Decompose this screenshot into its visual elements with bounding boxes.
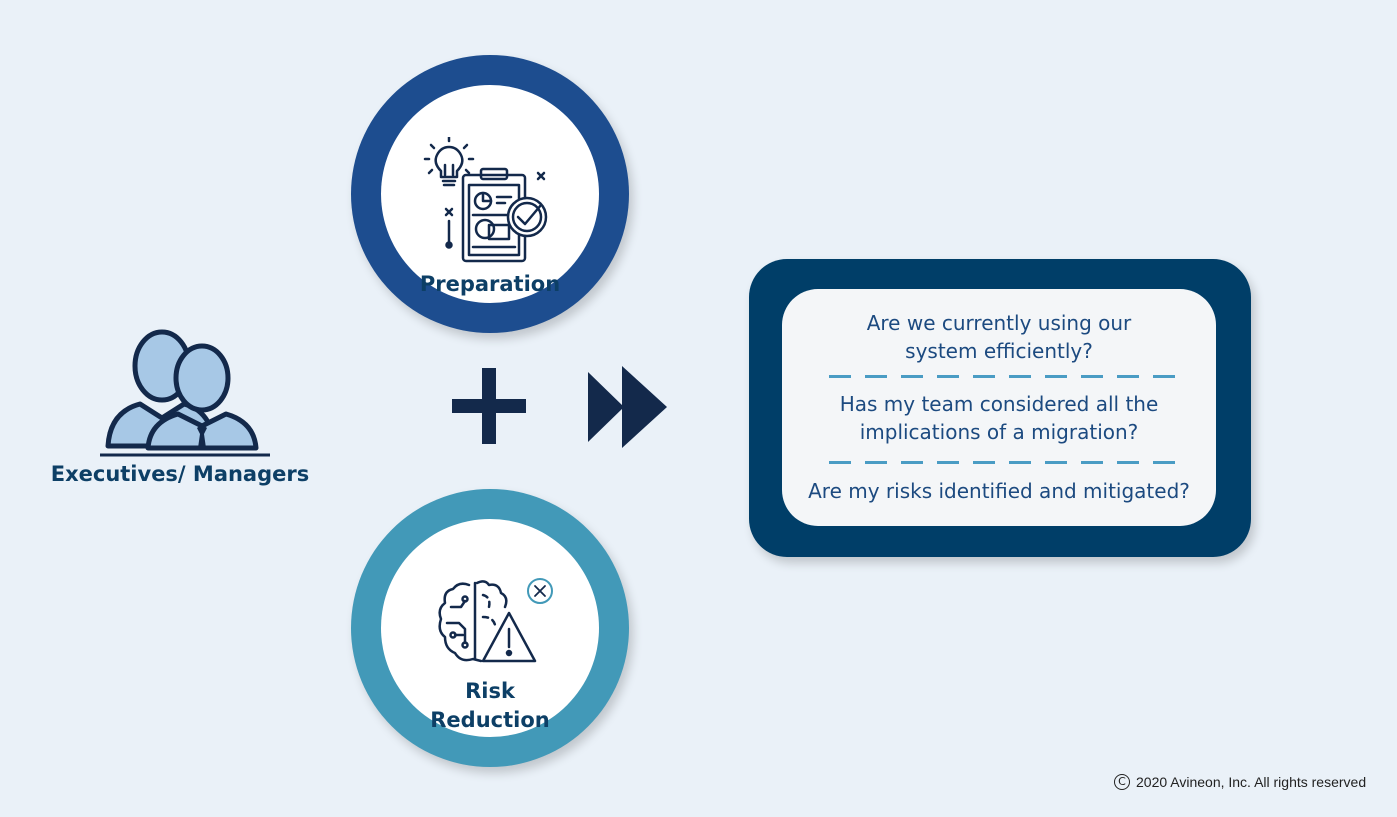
risk-reduction-label-line1: Risk	[465, 679, 515, 703]
copyright-notice: C 2020 Avineon, Inc. All rights reserved	[1114, 774, 1384, 790]
preparation-circle-inner: Preparation	[381, 85, 599, 303]
risk-reduction-label: Risk Reduction	[381, 677, 599, 735]
two-people-icon	[100, 329, 270, 457]
fast-forward-icon	[588, 366, 667, 448]
planning-clipboard-icon	[423, 137, 548, 263]
question-2-line2: implications of a migration?	[859, 420, 1139, 444]
dashed-divider	[829, 375, 1175, 378]
questions-panel: Are we currently using our system effici…	[782, 289, 1216, 526]
risk-reduction-label-line2: Reduction	[430, 708, 550, 732]
copyright-text: 2020 Avineon, Inc. All rights reserved	[1136, 774, 1367, 790]
risk-reduction-circle-inner: Risk Reduction	[381, 519, 599, 737]
question-1: Are we currently using our system effici…	[782, 309, 1216, 365]
question-1-line2: system efficiently?	[905, 339, 1093, 363]
brain-warning-icon	[438, 578, 553, 663]
question-2-line1: Has my team considered all the	[839, 392, 1159, 416]
dashed-divider	[829, 461, 1175, 464]
question-2: Has my team considered all the implicati…	[782, 390, 1216, 446]
question-1-line1: Are we currently using our	[866, 311, 1132, 335]
questions-card: Are we currently using our system effici…	[749, 259, 1251, 557]
audience-label: Executives/ Managers	[50, 462, 310, 486]
risk-reduction-circle: Risk Reduction	[351, 489, 629, 767]
preparation-circle: Preparation	[351, 55, 629, 333]
question-3: Are my risks identified and mitigated?	[808, 479, 1190, 503]
copyright-icon: C	[1114, 774, 1130, 790]
preparation-label: Preparation	[419, 272, 561, 296]
plus-icon	[452, 368, 526, 444]
